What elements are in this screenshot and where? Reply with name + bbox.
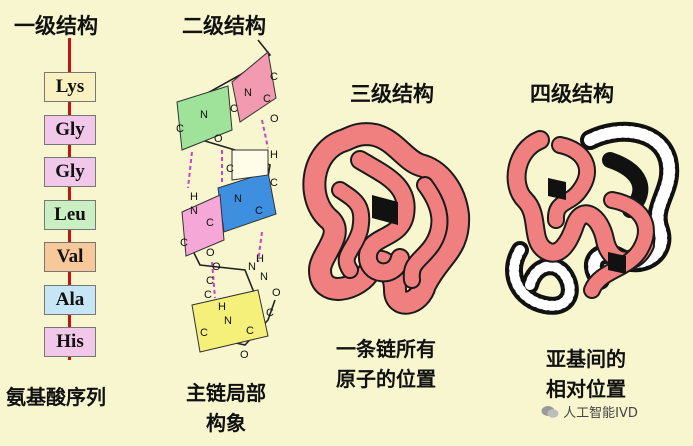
secondary-structure-title: 二级结构 — [182, 14, 266, 38]
atom-label: C — [204, 289, 212, 301]
atom-label: C — [266, 307, 274, 319]
atom-label: C — [255, 205, 263, 217]
atom-label: H — [218, 301, 226, 313]
residue-box: Leu — [44, 200, 96, 230]
atom-label: O — [240, 349, 249, 361]
watermark: 人工智能IVD — [541, 402, 638, 421]
ribbon-body — [304, 124, 469, 313]
primary-structure-caption: 氨基酸序列 — [6, 385, 106, 409]
heme-group — [608, 252, 626, 274]
hydrogen-bond — [187, 151, 193, 189]
atom-label: N — [244, 87, 252, 99]
quaternary-structure-caption: 亚基间的 相对位置 — [546, 344, 626, 404]
hydrogen-bond — [261, 119, 269, 149]
subunit-pink-body — [508, 132, 653, 269]
caption-line: 主链局部 — [186, 381, 266, 405]
atom-label: N — [248, 261, 256, 273]
tertiary-structure-title: 三级结构 — [350, 82, 434, 106]
residue-box: Lys — [44, 72, 96, 102]
atom-label: H — [190, 191, 198, 203]
atom-label: H — [270, 149, 278, 161]
caption-line: 相对位置 — [546, 377, 626, 401]
atom-label: N — [200, 109, 208, 121]
atom-label: O — [212, 261, 221, 273]
hydrogen-bond — [257, 231, 263, 263]
heme-group — [548, 178, 566, 200]
ribbon-body — [333, 183, 369, 277]
atom-label: N — [260, 271, 268, 283]
atom-label: C — [263, 93, 271, 105]
subunit-pink-body — [549, 138, 595, 227]
ribbon-body — [404, 178, 447, 287]
ribbon-body — [352, 152, 414, 281]
peptide-plane-pink — [231, 51, 277, 123]
peptide-plane-green — [176, 85, 233, 151]
atom-label: C — [226, 163, 234, 175]
residue-box: Val — [44, 242, 96, 272]
residue-box: Gly — [44, 157, 96, 187]
heme-group — [372, 195, 398, 225]
atom-label: N — [224, 315, 232, 327]
atom-label: C — [200, 327, 208, 339]
residue-box: His — [44, 327, 96, 357]
watermark-text: 人工智能IVD — [563, 406, 638, 421]
atom-label: O — [214, 133, 223, 145]
residue-box: Ala — [44, 285, 96, 315]
primary-structure-title: 一级结构 — [14, 14, 98, 38]
atom-label: C — [246, 325, 254, 337]
tertiary-structure-caption: 一条链所有 原子的位置 — [336, 334, 436, 394]
atom-label: C — [270, 71, 278, 83]
atom-label: O — [272, 287, 281, 299]
subunit-pink-body — [585, 193, 653, 297]
peptide-plane-pink — [181, 194, 225, 257]
wechat-icon — [541, 405, 559, 419]
atom-label: N — [234, 193, 242, 205]
atom-label: C — [230, 103, 238, 115]
atom-label: C — [180, 237, 188, 249]
atom-label: O — [206, 247, 215, 259]
residue-box: Gly — [44, 115, 96, 145]
atom-labels: C N C C N C O H O C N C H N C C O H C N … — [176, 71, 281, 361]
caption-line: 原子的位置 — [336, 367, 436, 391]
atom-label: C — [176, 123, 184, 135]
caption-line: 亚基间的 — [546, 347, 626, 371]
subunit-dark-body — [509, 245, 575, 311]
secondary-structure-caption: 主链局部 构象 — [186, 378, 266, 438]
polypeptide-chain-line — [68, 38, 71, 360]
quaternary-structure-title: 四级结构 — [530, 82, 614, 106]
peptide-plane-white — [231, 149, 269, 181]
atom-label: C — [270, 177, 278, 189]
atom-label: C — [206, 217, 214, 229]
atom-label: N — [190, 205, 198, 217]
atom-label: H — [256, 253, 264, 265]
caption-line: 一条链所有 — [336, 337, 436, 361]
caption-line: 构象 — [206, 411, 246, 435]
hydrogen-bond — [211, 261, 216, 299]
atom-label: O — [270, 113, 279, 125]
peptide-plane-yellow — [191, 289, 269, 353]
atom-label: C — [206, 275, 214, 287]
